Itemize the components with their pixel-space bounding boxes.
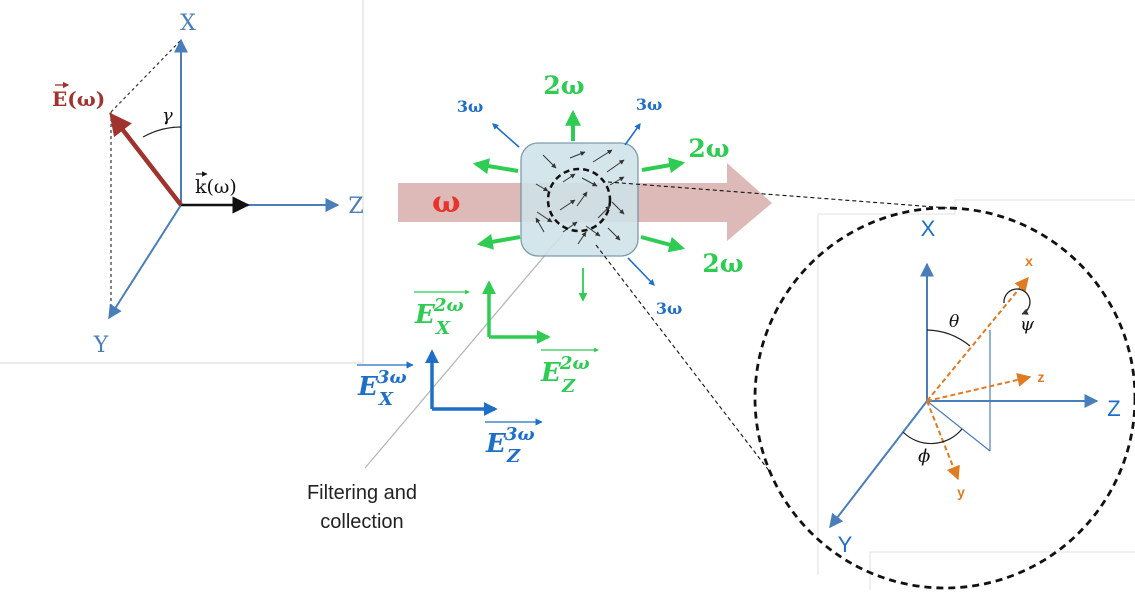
zoom-z-axis-label: Z (1107, 396, 1120, 421)
e2z-base: E (540, 358, 562, 388)
projection-line (926, 400, 991, 452)
zoom-x-axis-label: X (921, 216, 936, 241)
dipole-arrow (562, 221, 578, 233)
zoom-panel-frame (869, 551, 1135, 590)
e2z-sub: Z (561, 376, 576, 397)
molecular-frame-zoom: X Z Y x z y θ ϕ ψ (753, 199, 1135, 590)
y-axis-arrow (108, 204, 182, 320)
theta-label: θ (949, 312, 959, 332)
dipole-arrows (535, 149, 625, 245)
e3z-sup: 3ω (505, 424, 535, 445)
dipole-arrow (535, 217, 545, 233)
2w-arrow (640, 235, 686, 253)
e3z-sub: Z (506, 446, 521, 467)
dipole-arrow (592, 149, 613, 163)
2w-label-right: 2ω (688, 134, 729, 163)
zoom-y-axis-label: Y (838, 532, 853, 557)
dipole-arrow (606, 159, 625, 173)
2w-emission-arrows (472, 109, 686, 302)
zoom-connector (595, 244, 771, 473)
3w-arrow (492, 123, 520, 148)
e3z-label: E 3ω Z (485, 418, 543, 467)
mol-x-axis-label: x (1025, 253, 1033, 269)
3w-polarization-axes (425, 349, 498, 416)
2w-polarization-axes (482, 280, 551, 344)
projection-dashed (110, 39, 182, 113)
e3x-label: E 3ω X (357, 361, 414, 410)
3w-label-left: 3ω (457, 97, 483, 116)
2w-arrow (476, 233, 521, 250)
e2x-sub: X (435, 318, 451, 339)
k-vector-text: k(ω) (195, 176, 237, 198)
dipole-arrow (562, 173, 576, 183)
dipole-arrow (542, 154, 557, 169)
2w-arrow (472, 158, 519, 174)
2w-label-lower-right: 2ω (702, 249, 743, 278)
theta-angle-arc (926, 329, 971, 347)
dipole-arrow (576, 191, 588, 207)
dipole-arrow (536, 211, 553, 223)
e-field-label: E(ω) (52, 81, 105, 111)
lab-frame-panel: X Z Y γ E(ω) k(ω) (0, 0, 364, 364)
3w-label-bottom: 3ω (656, 299, 682, 318)
k-vector-label: k(ω) (195, 171, 237, 198)
phi-label: ϕ (918, 446, 930, 467)
gamma-label: γ (162, 105, 173, 126)
x-axis-label: X (180, 11, 196, 36)
z-axis-label: Z (348, 194, 363, 219)
e-field-arrow (109, 112, 183, 207)
dipole-arrow (577, 231, 587, 245)
fundamental-beam-label: ω (432, 185, 461, 220)
zoom-circle (753, 206, 1135, 590)
collection-line (364, 233, 564, 469)
e-field-text: E(ω) (52, 87, 105, 111)
3w-arrow (624, 122, 641, 146)
e2x-base: E (414, 300, 436, 330)
mol-y-axis-arrow (926, 400, 960, 481)
interaction-panel: ω (307, 71, 949, 533)
y-axis-label: Y (93, 333, 109, 358)
3w-emission-arrows (492, 122, 655, 286)
mol-z-axis-label: z (1038, 369, 1045, 385)
2w-arrow (641, 157, 686, 174)
dipole-arrow (597, 205, 611, 219)
filtering-label-line1: Filtering and (307, 482, 417, 504)
dipole-arrow (559, 199, 576, 211)
zoom-connector (607, 181, 949, 209)
dipole-arrow (611, 201, 625, 215)
e3x-base: E (357, 372, 379, 402)
crystal (520, 142, 639, 257)
2w-label-top: 2ω (543, 71, 584, 100)
e2z-label: E 2ω Z (540, 347, 599, 397)
e2z-sup: 2ω (559, 353, 590, 374)
dipole-arrow (607, 227, 621, 241)
zoom-y-axis-arrow (829, 400, 928, 529)
e2x-label: E 2ω X (414, 289, 470, 339)
dipole-arrow (535, 183, 549, 192)
dipole-arrow (569, 151, 586, 159)
e3z-base: E (485, 429, 507, 459)
psi-label: ψ (1020, 314, 1035, 335)
filtering-label-line2: collection (320, 511, 403, 533)
phi-angle-arc (902, 428, 963, 445)
mol-x-axis-arrow (926, 276, 1029, 402)
e3x-sup: 3ω (377, 367, 407, 388)
dipole-arrow (585, 225, 601, 237)
e2x-sup: 2ω (433, 295, 464, 316)
gamma-angle-arc (142, 126, 182, 138)
3w-label-right: 3ω (636, 95, 662, 114)
mol-z-axis-arrow (926, 373, 1032, 402)
focus-region (546, 167, 612, 233)
e3x-sub: X (378, 389, 394, 410)
mol-y-axis-label: y (957, 484, 965, 500)
3w-arrow (627, 257, 655, 286)
dipole-arrow (581, 177, 598, 187)
psi-rotation-arc (1003, 288, 1031, 315)
dipole-arrow (609, 176, 625, 186)
